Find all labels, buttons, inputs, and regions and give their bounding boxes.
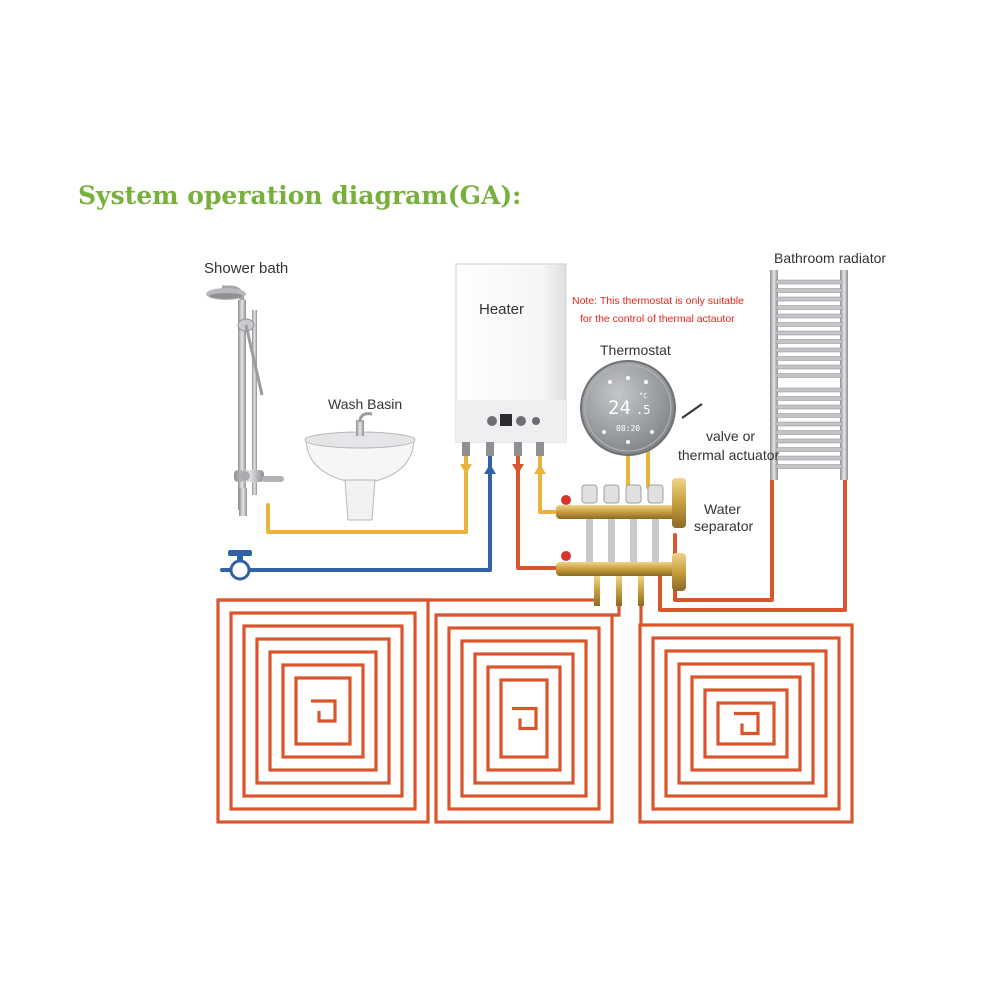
thermostat-time: 08:20 bbox=[616, 424, 640, 433]
heating-pipe-ring bbox=[716, 701, 776, 746]
radiator-rail bbox=[775, 356, 843, 361]
heating-pipe-ring bbox=[638, 623, 854, 824]
domestic-hot-pipe bbox=[266, 453, 468, 534]
flow-arrows bbox=[460, 464, 546, 474]
towel-radiator-icon bbox=[770, 270, 848, 480]
actuator-pointer bbox=[681, 403, 703, 419]
radiator-rail bbox=[775, 279, 843, 285]
heating-pipe-ring bbox=[703, 688, 789, 759]
heating-pipe-ring bbox=[499, 678, 549, 759]
heating-pipe-ring bbox=[281, 663, 365, 759]
note-line2: for the control of thermal actautor bbox=[580, 313, 735, 325]
label-separator-line2: separator bbox=[694, 518, 753, 534]
heating-pipe-ring bbox=[473, 652, 575, 785]
heating-pipe-ring bbox=[216, 598, 430, 824]
floor-loop-2 bbox=[434, 613, 614, 824]
underfloor-heating-loops bbox=[216, 598, 854, 824]
label-thermostat: Thermostat bbox=[600, 342, 671, 358]
thermostat-icon: 24 .5 °C 08:20 bbox=[580, 360, 676, 456]
note-line1: Note: This thermostat is only suitable bbox=[572, 295, 744, 307]
radiator-rail bbox=[775, 313, 843, 319]
label-valve-line2: thermal actuator bbox=[678, 447, 779, 463]
heater-return-pipe bbox=[516, 453, 559, 570]
heating-pipe-ring bbox=[677, 662, 815, 785]
heating-pipe-ring bbox=[294, 676, 352, 746]
pipe-network bbox=[220, 448, 847, 612]
radiator-rail bbox=[775, 330, 843, 336]
shower-icon bbox=[206, 285, 284, 516]
radiator-supply-pipe bbox=[673, 476, 774, 602]
thermostat-temp: 24 bbox=[608, 397, 631, 419]
radiator-rail bbox=[775, 387, 843, 393]
radiator-rail bbox=[775, 413, 843, 418]
heating-pipe-ring bbox=[447, 626, 601, 811]
label-heater: Heater bbox=[479, 301, 524, 318]
floor-loop-3 bbox=[638, 623, 854, 824]
water-inlet-valve-icon bbox=[228, 550, 252, 581]
diagram-title: System operation diagram(GA): bbox=[78, 181, 521, 210]
radiator-rail bbox=[775, 322, 843, 327]
label-separator-line1: Water bbox=[704, 501, 741, 517]
label-bathroom-radiator: Bathroom radiator bbox=[774, 250, 886, 266]
heating-pipe-ring bbox=[460, 639, 588, 798]
radiator-rail bbox=[775, 438, 843, 444]
loop-feed-pipe bbox=[639, 606, 643, 627]
loop-feed-pipe bbox=[218, 598, 599, 606]
loop-feed-pipe bbox=[436, 606, 621, 617]
heating-pipe-ring bbox=[690, 675, 802, 772]
floor-loop-1 bbox=[216, 598, 430, 824]
label-shower: Shower bath bbox=[204, 260, 288, 277]
radiator-rail bbox=[775, 339, 843, 344]
heating-pipe-center bbox=[311, 699, 337, 723]
heating-pipe-center bbox=[512, 706, 538, 731]
radiator-rail bbox=[775, 455, 843, 461]
heater-supply-pipe bbox=[538, 453, 562, 514]
radiator-rail bbox=[775, 404, 843, 410]
heating-pipe-ring bbox=[229, 611, 417, 811]
radiator-rail bbox=[775, 421, 843, 427]
label-wash-basin: Wash Basin bbox=[328, 396, 402, 412]
radiator-rail bbox=[775, 373, 843, 378]
heating-pipe-ring bbox=[255, 637, 391, 785]
heating-pipe-ring bbox=[242, 624, 404, 798]
radiator-return-pipe bbox=[658, 476, 847, 612]
heating-pipe-ring bbox=[651, 636, 841, 811]
manifold-icon bbox=[556, 478, 686, 606]
radiator-rail bbox=[775, 364, 843, 370]
radiator-rail bbox=[775, 447, 843, 452]
radiator-rail bbox=[775, 347, 843, 353]
heating-pipe-center bbox=[734, 711, 760, 736]
heating-pipe-ring bbox=[664, 649, 828, 798]
radiator-rail bbox=[775, 430, 843, 435]
radiator-rail bbox=[775, 288, 843, 293]
cold-water-pipe bbox=[220, 453, 492, 572]
thermostat-unit: °C bbox=[639, 392, 647, 400]
heating-pipe-ring bbox=[268, 650, 378, 772]
radiator-rail bbox=[775, 464, 843, 469]
label-valve-line1: valve or bbox=[706, 428, 755, 444]
wash-basin-icon bbox=[304, 412, 416, 521]
radiator-rail bbox=[775, 396, 843, 401]
radiator-rail bbox=[775, 296, 843, 302]
radiator-rail bbox=[775, 305, 843, 310]
boiler-icon bbox=[455, 263, 567, 456]
heating-pipe-ring bbox=[486, 665, 562, 772]
thermostat-temp-decimal: .5 bbox=[636, 403, 650, 417]
